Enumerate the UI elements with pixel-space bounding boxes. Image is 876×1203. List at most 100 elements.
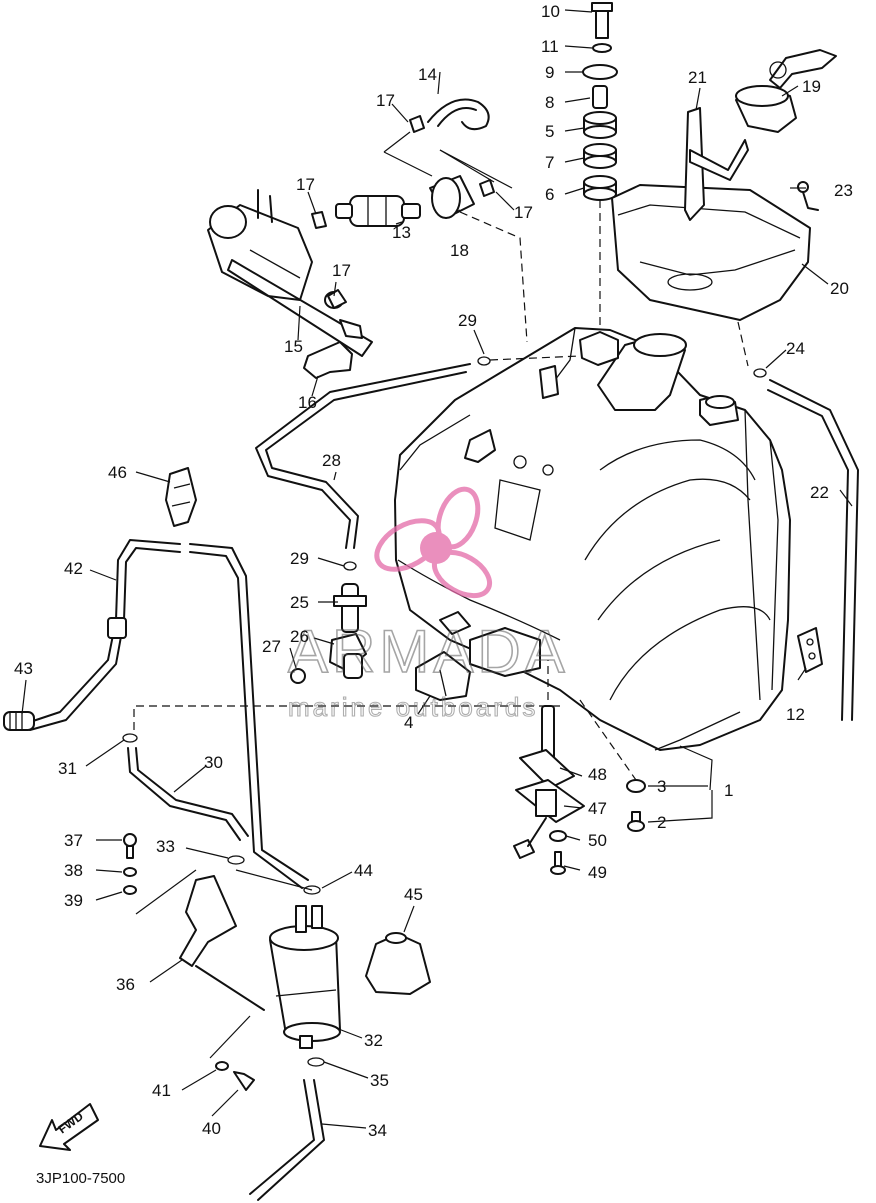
callout-31: 31 <box>58 759 77 778</box>
callout-48: 48 <box>588 765 607 784</box>
hose-end-43 <box>3 711 35 731</box>
bolt-40-41 <box>215 1061 255 1091</box>
callout-39: 39 <box>64 891 83 910</box>
damper-4 <box>415 651 471 701</box>
callout-13: 13 <box>392 223 411 242</box>
clip-17-group <box>311 115 495 309</box>
callout-30: 30 <box>204 753 223 772</box>
screw-49 <box>550 851 566 875</box>
callout-17c: 17 <box>296 175 315 194</box>
callout-numbers: 10 11 9 8 5 7 6 21 19 23 20 24 22 12 1 3… <box>14 2 853 1140</box>
propeller-logo-icon <box>374 486 492 599</box>
callout-3: 3 <box>657 777 666 796</box>
callout-17d: 17 <box>332 261 351 280</box>
callout-32: 32 <box>364 1031 383 1050</box>
hose-joint-18 <box>429 175 475 219</box>
callout-24: 24 <box>786 339 805 358</box>
filter-bracket-36 <box>179 875 265 1011</box>
clip-29-lower <box>343 561 357 571</box>
callout-43: 43 <box>14 659 33 678</box>
callout-21: 21 <box>688 68 707 87</box>
inline-fuel-filter <box>335 195 421 227</box>
callout-41: 41 <box>152 1081 171 1100</box>
fuel-cock-assy <box>513 705 585 859</box>
hose-clip-23 <box>797 181 819 211</box>
callout-8: 8 <box>545 93 554 112</box>
callout-22: 22 <box>810 483 829 502</box>
tray-strap <box>684 107 749 221</box>
hose-14 <box>427 98 490 131</box>
bracket-26 <box>329 633 367 679</box>
callout-14: 14 <box>418 65 437 84</box>
callout-27: 27 <box>262 637 281 656</box>
drain-hose-22 <box>767 379 859 721</box>
drawing-code: 3JP100-7500 <box>36 1170 125 1187</box>
washer-50 <box>549 830 567 842</box>
fuel-hose-30 <box>127 747 249 841</box>
callout-28: 28 <box>322 451 341 470</box>
fuel-cap <box>735 49 837 133</box>
callout-19: 19 <box>802 77 821 96</box>
callout-11: 11 <box>541 37 559 56</box>
mount-bolt-stack <box>582 2 618 330</box>
callout-44: 44 <box>354 861 373 880</box>
callout-46: 46 <box>108 463 127 482</box>
callout-17a: 17 <box>376 91 395 110</box>
callout-25: 25 <box>290 593 309 612</box>
callout-12: 12 <box>786 705 805 724</box>
fuel-tank <box>394 327 791 751</box>
clip-44 <box>303 885 321 895</box>
callout-18: 18 <box>450 241 469 260</box>
callout-47: 47 <box>588 799 607 818</box>
callout-17b: 17 <box>514 203 533 222</box>
callout-15: 15 <box>284 337 303 356</box>
bolt-2 <box>627 811 645 832</box>
callout-37: 37 <box>64 831 83 850</box>
callout-50: 50 <box>588 831 607 850</box>
callout-40: 40 <box>202 1119 221 1138</box>
breather-hose-28 <box>255 363 471 549</box>
watermark-tagline: marine outboards <box>288 692 538 722</box>
callout-36: 36 <box>116 975 135 994</box>
bracket-16 <box>303 341 353 379</box>
callout-26: 26 <box>290 627 309 646</box>
clip-12 <box>797 627 823 673</box>
fwd-arrow-icon: FWD <box>39 1103 99 1151</box>
clip-35 <box>307 1057 325 1067</box>
hose-clamp-46 <box>165 467 197 527</box>
fuel-hose-42-right <box>189 543 309 889</box>
washer-3 <box>626 779 646 793</box>
bolt-37-38-39 <box>123 833 137 895</box>
callout-29b: 29 <box>290 549 309 568</box>
callout-34: 34 <box>368 1121 387 1140</box>
hose-joint-25 <box>333 583 367 633</box>
clip-31 <box>122 733 138 743</box>
callout-20: 20 <box>830 279 849 298</box>
callout-38: 38 <box>64 861 83 880</box>
watermark-brand: ARMADA <box>288 618 569 685</box>
callout-2: 2 <box>657 813 666 832</box>
callout-42: 42 <box>64 559 83 578</box>
callout-10: 10 <box>541 2 560 21</box>
callout-6: 6 <box>545 185 554 204</box>
clip-29-upper <box>477 356 491 366</box>
callout-23: 23 <box>834 181 853 200</box>
fuel-filter-32 <box>269 905 341 1049</box>
callout-35: 35 <box>370 1071 389 1090</box>
callout-1: 1 <box>724 781 733 800</box>
leader-lines <box>21 9 853 1129</box>
callout-29a: 29 <box>458 311 477 330</box>
callout-7: 7 <box>545 153 554 172</box>
fuel-hose-42 <box>29 539 181 731</box>
clip-24 <box>753 368 767 378</box>
callout-16: 16 <box>298 393 317 412</box>
cover-45 <box>365 932 431 995</box>
callout-45: 45 <box>404 885 423 904</box>
callout-5: 5 <box>545 122 554 141</box>
fuel-tank-tray <box>611 184 811 321</box>
armada-watermark: ARMADA marine outboards <box>287 486 569 723</box>
fuel-hose-34 <box>249 1079 325 1201</box>
callout-9: 9 <box>545 63 554 82</box>
